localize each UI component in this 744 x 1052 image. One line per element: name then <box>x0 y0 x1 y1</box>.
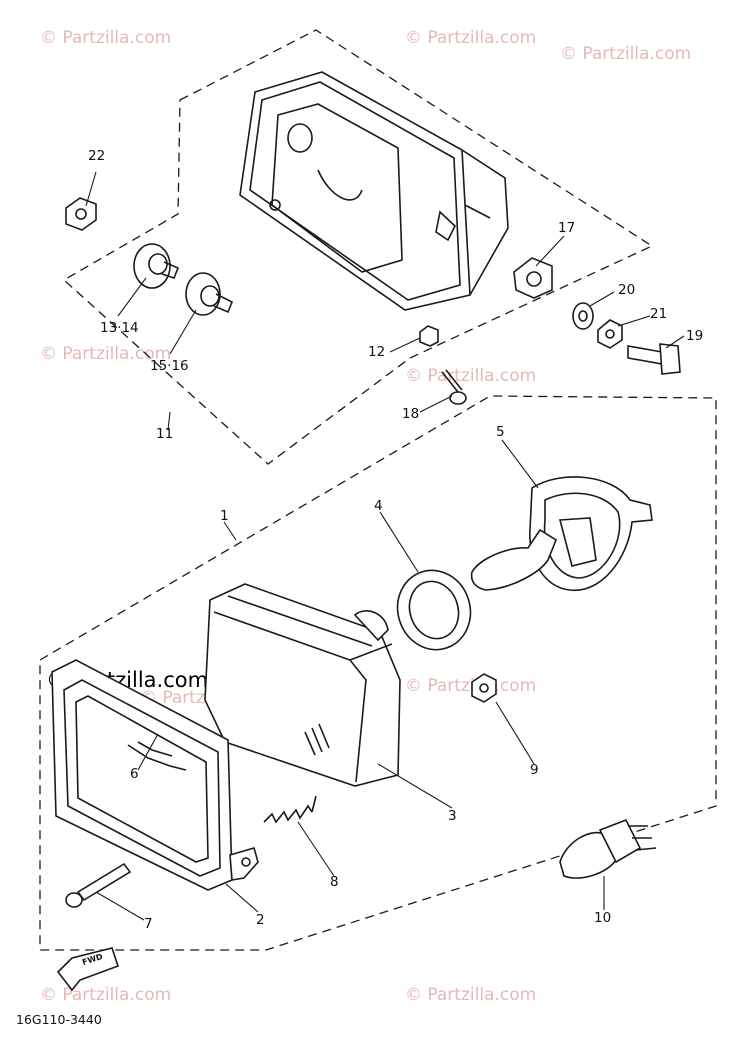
callout-21: 21 <box>650 306 668 322</box>
watermark: © Partzilla.com <box>40 28 172 48</box>
callout-9: 9 <box>530 762 539 778</box>
part-2-bezel-frame <box>51 659 259 891</box>
callout-19: 19 <box>686 328 704 344</box>
callout-17: 17 <box>558 220 576 236</box>
callout-2: 2 <box>256 912 265 928</box>
callout-18: 18 <box>402 406 420 422</box>
callout-12: 12 <box>368 344 386 360</box>
part-12-nut <box>419 325 439 347</box>
part-17-bracket <box>513 257 553 299</box>
part-3-sealed-beam <box>204 583 401 787</box>
assembly-boundary-11 <box>62 29 654 465</box>
part-20-washer <box>572 302 594 330</box>
part-5-bulb-socket <box>470 476 653 591</box>
callout-13-14: 13·14 <box>100 320 139 336</box>
part-9-nut <box>471 673 497 703</box>
fwd-arrow <box>56 947 120 992</box>
part-10-bulb <box>559 818 657 879</box>
callout-15-16: 15·16 <box>150 358 189 374</box>
callout-20: 20 <box>618 282 636 298</box>
part-15-16-grommet <box>185 272 234 316</box>
callout-1: 1 <box>220 508 229 524</box>
watermark: © Partzilla.com <box>405 366 537 386</box>
callout-10: 10 <box>594 910 612 926</box>
callout-7: 7 <box>144 916 153 932</box>
part-18-screw <box>441 369 467 405</box>
part-6-lens <box>127 741 187 771</box>
part-8-spring <box>263 795 317 824</box>
part-7-bolt <box>65 862 132 908</box>
assembly-boundary-1 <box>39 395 717 951</box>
headlight-housing <box>239 71 509 311</box>
part-19-bolt <box>627 343 681 375</box>
watermark: © Partzilla.com <box>40 344 172 364</box>
callout-11: 11 <box>156 426 174 442</box>
callout-8: 8 <box>330 874 339 890</box>
callout-22: 22 <box>88 148 106 164</box>
watermark: © Partzilla.com <box>405 985 537 1005</box>
callout-6: 6 <box>130 766 139 782</box>
leader-lines <box>85 171 685 921</box>
diagram-code: 16G110-3440 <box>16 1012 102 1027</box>
callout-4: 4 <box>374 498 383 514</box>
watermark: © Partzilla.com <box>405 28 537 48</box>
watermark: © Partzilla.com <box>560 44 692 64</box>
watermark: © Partzilla.com <box>405 676 537 696</box>
part-22-nut <box>65 197 97 231</box>
part-4-rim-ring <box>396 569 472 651</box>
part-13-14-grommet <box>133 243 180 289</box>
part-21-nut <box>597 319 623 349</box>
callout-3: 3 <box>448 808 457 824</box>
callout-5: 5 <box>496 424 505 440</box>
